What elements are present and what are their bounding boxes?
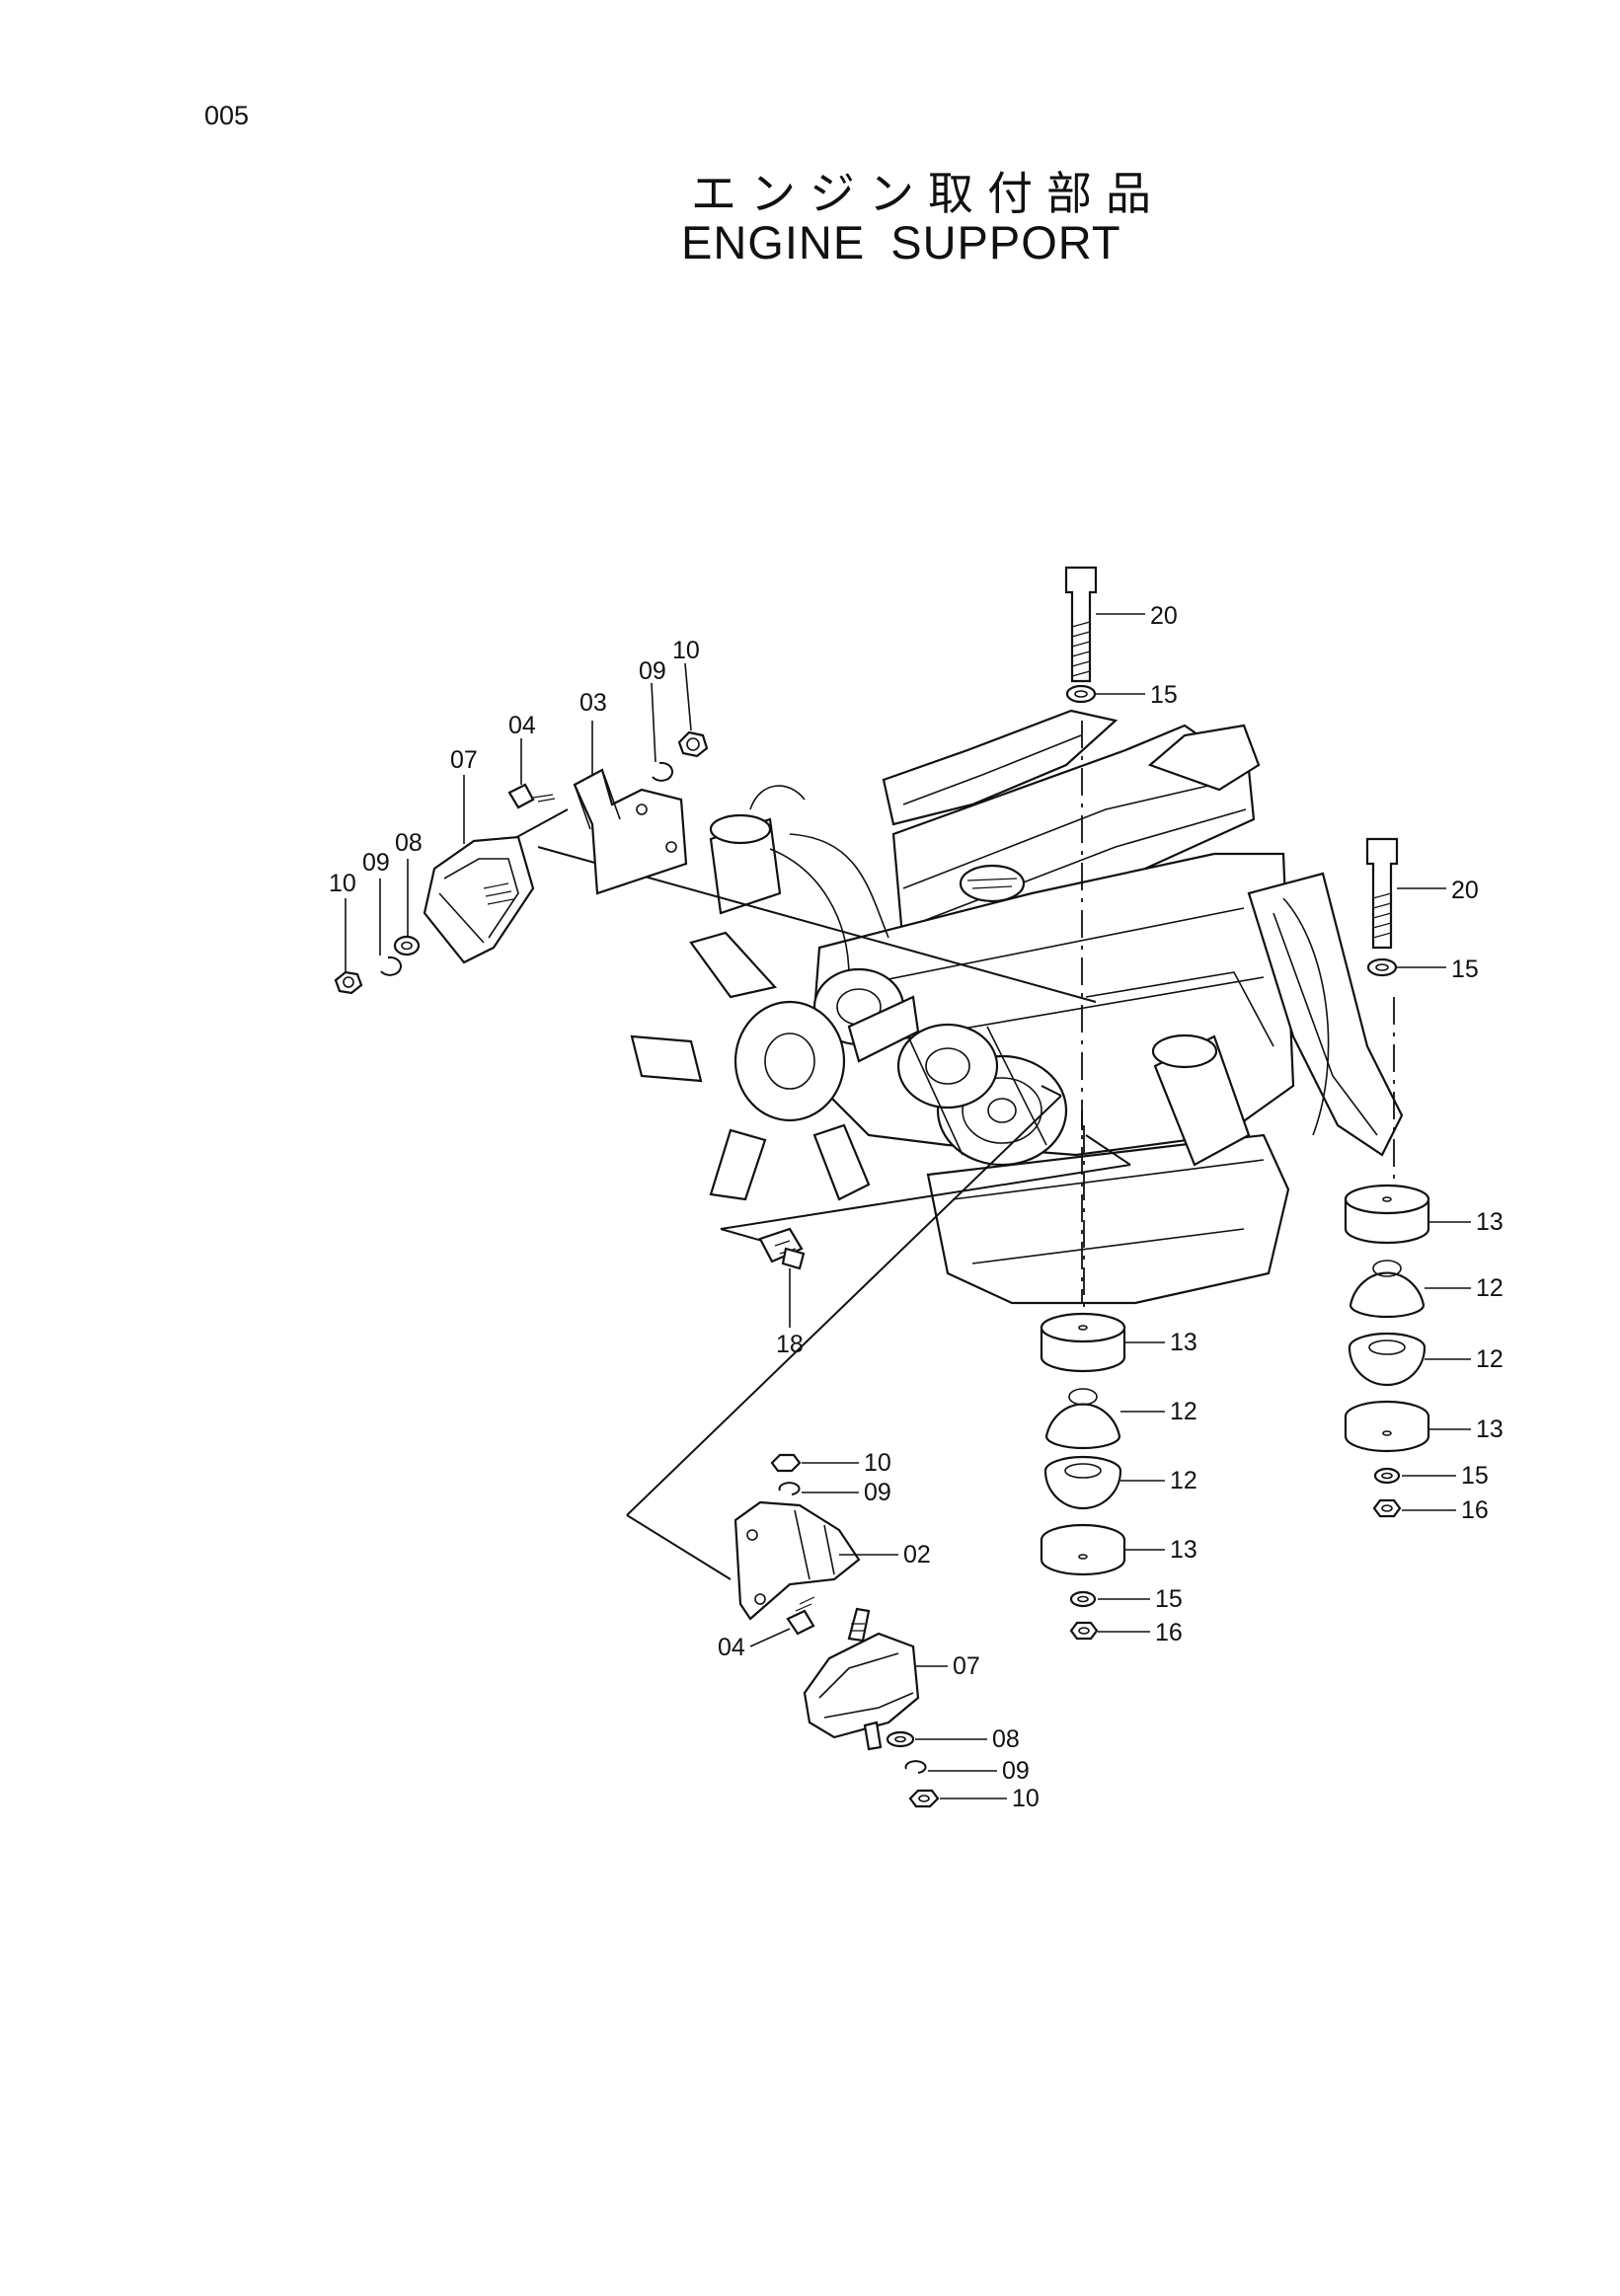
callout-09-lower-bottom: 09 — [1002, 1757, 1030, 1785]
page-number: 005 — [204, 101, 250, 130]
callout-13-center-top: 13 — [1170, 1329, 1197, 1356]
callout-04-lower: 04 — [718, 1634, 745, 1661]
callout-16-right: 16 — [1461, 1496, 1489, 1524]
callout-15-right: 15 — [1451, 956, 1479, 983]
callout-13-right-top: 13 — [1476, 1208, 1504, 1236]
callout-10-lower-top: 10 — [864, 1449, 891, 1477]
callout-02: 02 — [903, 1541, 931, 1569]
center-cushion-stack — [1040, 1312, 1165, 1641]
bolt-20-right — [1365, 837, 1399, 950]
washer-08-upper — [393, 935, 421, 957]
lock-washer-09-lower-bottom — [904, 1760, 927, 1774]
right-cushion-stack — [1344, 1184, 1471, 1518]
rubber-12-center-upper — [1044, 1388, 1121, 1450]
engine-assembly — [630, 709, 1404, 1305]
rear-bolt-stack-center — [1064, 566, 1145, 704]
nut-10-top — [677, 730, 709, 758]
callout-13-right-bottom: 13 — [1476, 1416, 1504, 1443]
rear-bolt-stack-right — [1365, 837, 1446, 977]
callout-15-center: 15 — [1150, 681, 1178, 709]
callout-10-left: 10 — [329, 870, 356, 897]
bracket-03 — [573, 768, 688, 895]
callout-12-right-lower: 12 — [1476, 1345, 1504, 1373]
nut-10-lower-top — [770, 1453, 802, 1473]
bolt-04-upper — [507, 783, 556, 809]
rubber-mount-07-upper — [423, 835, 535, 964]
callout-10-top: 10 — [672, 637, 700, 664]
rubber-mount-07-lower — [803, 1607, 920, 1751]
cushion-13-right-bottom — [1344, 1400, 1430, 1453]
cushion-13-right-top — [1344, 1184, 1430, 1245]
callout-09-lower-top: 09 — [864, 1479, 891, 1506]
washer-15-center-bottom — [1069, 1590, 1097, 1608]
lock-washer-09-lower-top — [778, 1482, 801, 1495]
callout-07-upper: 07 — [450, 746, 478, 774]
front-right-mount-group — [733, 1453, 1007, 1808]
rubber-12-center-lower — [1043, 1455, 1122, 1510]
page-title: ENGINE SUPPORT — [681, 216, 1121, 268]
callout-12-center-upper: 12 — [1170, 1398, 1197, 1425]
callout-20-right: 20 — [1451, 877, 1479, 904]
callout-03: 03 — [579, 689, 607, 717]
callout-12-center-lower: 12 — [1170, 1467, 1197, 1494]
nut-10-lower-bottom — [908, 1789, 940, 1808]
rubber-12-right-upper — [1349, 1260, 1426, 1319]
cushion-13-center-bottom — [1040, 1523, 1126, 1576]
callout-07-lower: 07 — [953, 1652, 980, 1680]
callout-18: 18 — [776, 1331, 804, 1358]
alignment-lines — [512, 721, 1395, 1580]
callout-08-lower: 08 — [992, 1725, 1020, 1753]
nut-16-center — [1069, 1621, 1099, 1641]
callout-20-center: 20 — [1150, 602, 1178, 630]
callout-10-lower-bottom: 10 — [1012, 1785, 1040, 1812]
callout-12-right-upper: 12 — [1476, 1274, 1504, 1302]
callout-labels: 20 15 20 15 10 09 03 04 07 08 09 10 18 1… — [329, 602, 1504, 1812]
callout-13-center-bottom: 13 — [1170, 1536, 1197, 1564]
washer-15-right-bottom — [1373, 1467, 1401, 1485]
callout-04-upper: 04 — [508, 712, 536, 739]
nut-16-right — [1372, 1498, 1402, 1518]
cushion-13-center-top — [1040, 1312, 1126, 1373]
washer-15-center-top — [1065, 684, 1097, 704]
stud-bolt-18 — [758, 1227, 806, 1328]
washer-08-lower — [886, 1730, 915, 1748]
bolt-04-lower — [786, 1596, 815, 1636]
callout-16-center: 16 — [1155, 1619, 1183, 1646]
callout-15-right-bottom: 15 — [1461, 1462, 1489, 1490]
lock-washer-09-top — [652, 761, 673, 782]
callout-15-center-bottom: 15 — [1155, 1585, 1183, 1613]
callout-08-upper: 08 — [395, 829, 423, 857]
callout-09-left: 09 — [362, 849, 390, 877]
bracket-02 — [733, 1500, 861, 1621]
nut-10-left — [334, 970, 363, 995]
lock-washer-09-left — [380, 956, 402, 976]
rubber-12-right-lower — [1348, 1332, 1427, 1387]
page-title-japanese: エンジン取付部品 — [691, 167, 1165, 220]
callout-09-top: 09 — [639, 657, 666, 685]
front-left-mount-group — [334, 662, 709, 995]
washer-15-right-top — [1366, 957, 1398, 977]
